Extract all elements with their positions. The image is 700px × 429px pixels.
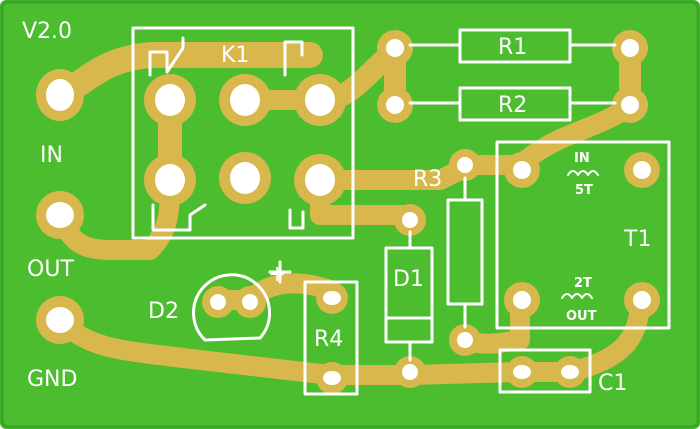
- out-label: OUT: [27, 257, 74, 282]
- gnd-label: GND: [27, 367, 77, 392]
- pad-k1-1: [155, 84, 185, 116]
- pad-r3-top: [457, 157, 473, 173]
- r3-label: R3: [413, 167, 442, 192]
- pad-d2-2: [242, 294, 258, 310]
- plus-label: +: [268, 262, 286, 287]
- pad-r1-left: [386, 39, 404, 57]
- pad-r2-left: [386, 96, 404, 114]
- r2-label: R2: [498, 93, 527, 118]
- pad-r4-top: [323, 291, 341, 305]
- pad-r4-bottom: [323, 371, 341, 385]
- pad-in: [46, 79, 74, 111]
- pad-k1-5: [230, 162, 260, 194]
- pad-gnd: [46, 307, 74, 333]
- d2-outline: [192, 260, 292, 342]
- pad-out: [46, 202, 74, 228]
- pad-d1-top: [402, 212, 418, 228]
- in-label: IN: [40, 143, 63, 168]
- pad-k1-3: [305, 84, 335, 116]
- pad-r1-right: [621, 39, 639, 57]
- c1-label: C1: [598, 371, 627, 396]
- pad-k1-6: [305, 164, 335, 196]
- r4-label: R4: [314, 327, 343, 352]
- pad-d1-bottom: [402, 364, 418, 380]
- pad-r3-bottom: [457, 332, 473, 348]
- t1-out-turns-label: 2T: [574, 276, 592, 291]
- r4-outline: [303, 280, 359, 396]
- pad-k1-2: [230, 84, 260, 116]
- t1-outline: [495, 140, 671, 330]
- d2-label: D2: [148, 299, 179, 324]
- pad-r2-right: [621, 96, 639, 114]
- t1-in-turns-label: 5T: [575, 183, 593, 198]
- holes: [46, 39, 651, 385]
- d1-outline: [384, 230, 434, 362]
- t1-in-label: IN: [574, 151, 590, 166]
- t1-out-label: OUT: [566, 309, 597, 324]
- t1-label: T1: [623, 227, 651, 252]
- pad-t1-2: [633, 161, 651, 179]
- pad-k1-4: [155, 164, 185, 196]
- d1-label: D1: [393, 267, 424, 292]
- pad-c1-1: [513, 365, 531, 379]
- r1-label: R1: [498, 35, 527, 60]
- c1-outline: [498, 348, 592, 394]
- r3-outline: [446, 176, 484, 329]
- pad-t1-1: [513, 161, 531, 179]
- k1-label: K1: [221, 43, 249, 68]
- r1-outline: [408, 28, 617, 64]
- version-label: V2.0: [22, 19, 72, 44]
- pad-t1-4: [633, 291, 651, 309]
- pads: [36, 30, 660, 394]
- k1-relay-outline: [131, 26, 355, 240]
- pad-c1-2: [561, 365, 579, 379]
- r2-outline: [408, 86, 617, 122]
- pad-d2-1: [210, 294, 226, 310]
- pad-t1-3: [513, 291, 531, 309]
